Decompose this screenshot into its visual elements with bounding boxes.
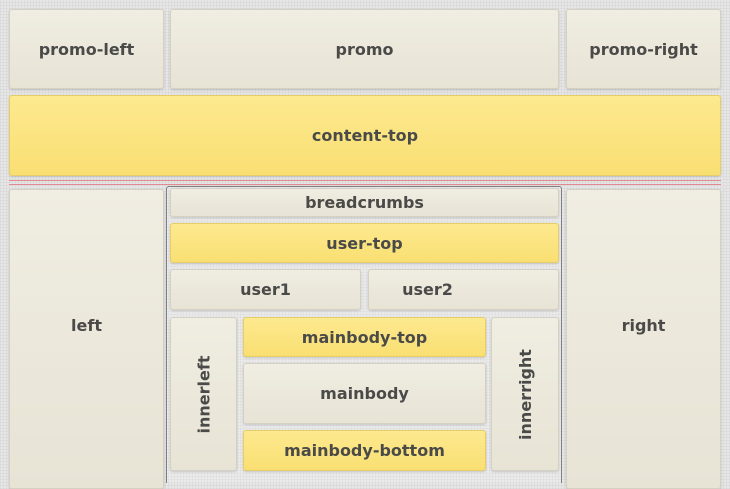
user-top-block: user-top <box>170 223 559 263</box>
mainbody-bottom-block: mainbody-bottom <box>243 430 486 471</box>
mainbody-top-block: mainbody-top <box>243 317 486 357</box>
mainbody-label: mainbody <box>320 384 409 403</box>
promo-left-block: promo-left <box>9 9 164 89</box>
promo-left-label: promo-left <box>38 39 135 59</box>
user-top-label: user-top <box>326 233 403 253</box>
mainbody-top-label: mainbody-top <box>301 327 428 347</box>
promo-right-label: promo-right <box>589 39 698 59</box>
innerright-label: innerright <box>515 348 535 440</box>
innerleft-block: innerleft <box>170 317 237 471</box>
user2-label: user2 <box>402 280 453 299</box>
innerright-block: innerright <box>491 317 559 471</box>
user1-label: user1 <box>240 280 291 299</box>
mainbody-bottom-label: mainbody-bottom <box>284 441 445 460</box>
promo-label: promo <box>335 39 394 59</box>
right-block: right <box>566 189 721 489</box>
left-label: left <box>71 315 102 335</box>
breadcrumbs-block: breadcrumbs <box>170 188 559 217</box>
promo-right-block: promo-right <box>566 9 721 89</box>
separator-line-bottom <box>9 184 721 185</box>
separator-line-top <box>9 180 721 181</box>
breadcrumbs-label: breadcrumbs <box>305 193 424 212</box>
promo-block: promo <box>170 9 559 89</box>
right-label: right <box>621 315 666 335</box>
user2-block: user2 <box>368 269 559 310</box>
mainbody-block: mainbody <box>243 363 486 424</box>
user1-block: user1 <box>170 269 361 310</box>
innerleft-label: innerleft <box>194 355 214 433</box>
left-block: left <box>9 189 164 489</box>
content-top-label: content-top <box>311 126 419 145</box>
content-top-block: content-top <box>9 95 721 176</box>
